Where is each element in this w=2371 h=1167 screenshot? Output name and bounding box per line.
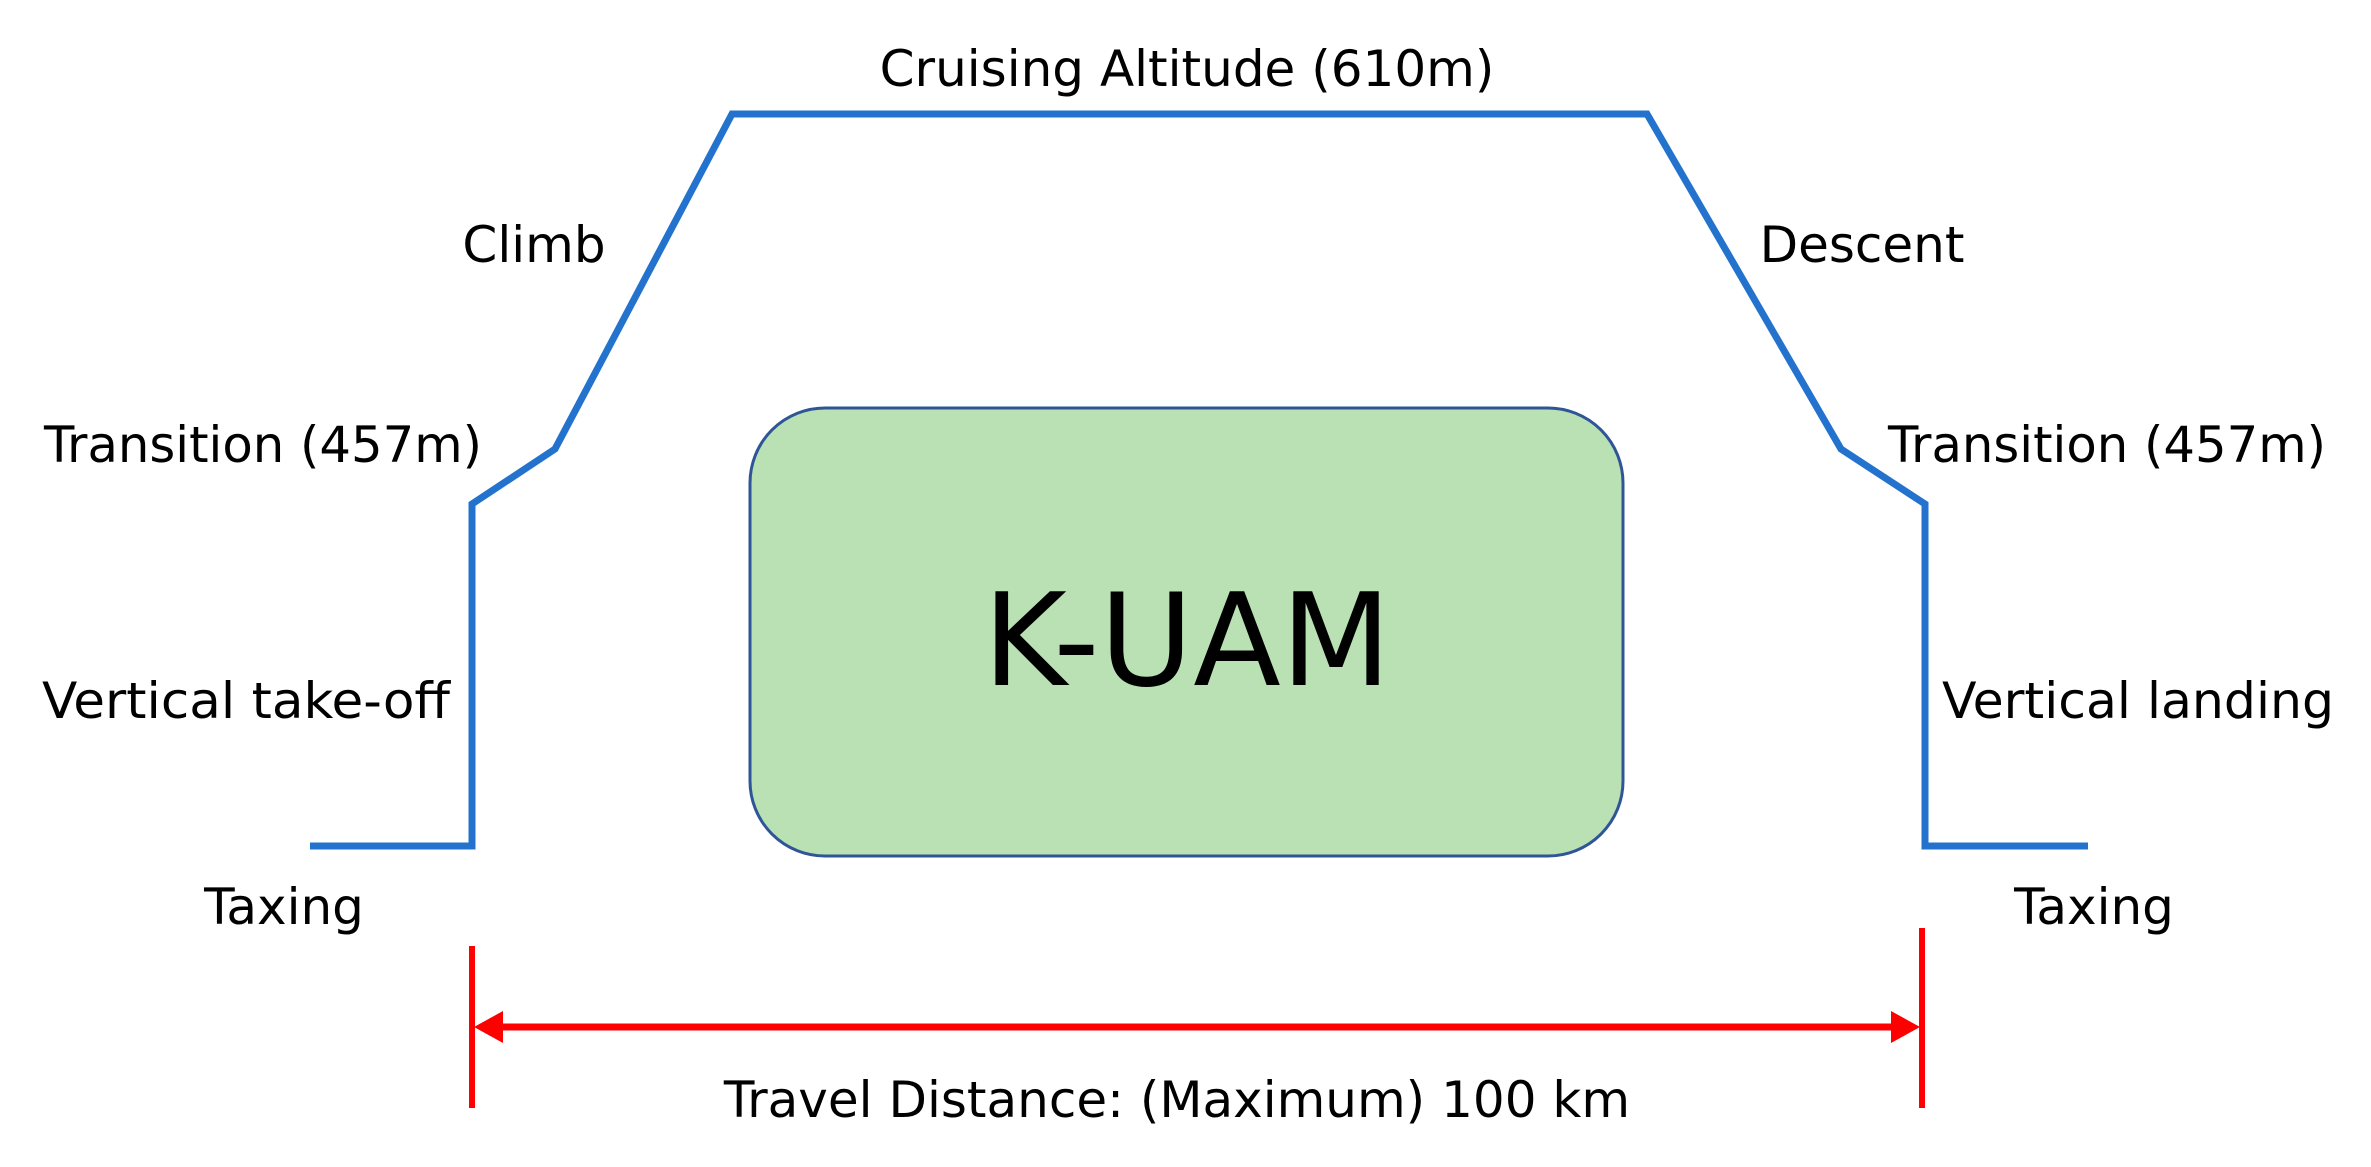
descent-label: Descent: [1760, 216, 1965, 274]
landing-label: Vertical landing: [1942, 672, 2334, 730]
distance-arrow-left-icon: [474, 1011, 503, 1043]
distance-label: Travel Distance: (Maximum) 100 km: [723, 1071, 1630, 1129]
vehicle-title: K-UAM: [983, 567, 1391, 716]
distance-arrow-right-icon: [1891, 1011, 1920, 1043]
takeoff-label: Vertical take-off: [42, 672, 452, 730]
climb-label: Climb: [462, 216, 605, 274]
transition-left-label: Transition (457m): [43, 416, 482, 474]
taxi-left-label: Taxing: [203, 878, 364, 936]
taxi-right-label: Taxing: [2013, 878, 2174, 936]
cruise-label: Cruising Altitude (610m): [880, 40, 1495, 98]
flight-path-line: [310, 110, 2088, 850]
transition-right-label: Transition (457m): [1887, 416, 2326, 474]
vehicle-box: [748, 406, 1625, 858]
